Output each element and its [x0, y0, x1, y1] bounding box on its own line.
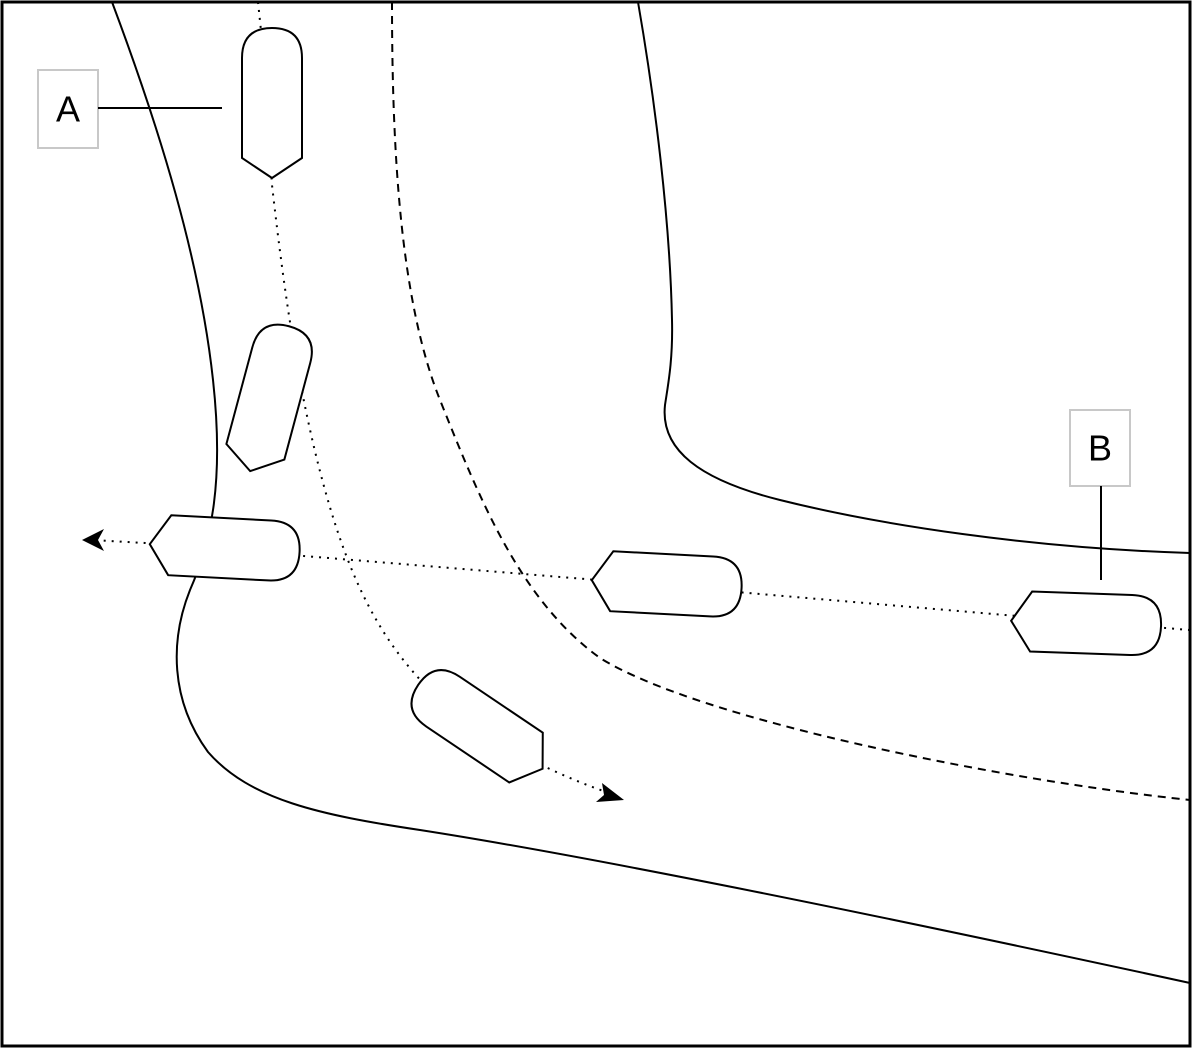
label-b: B	[1088, 428, 1112, 469]
label-a-box	[37, 69, 99, 149]
label-a: A	[56, 89, 80, 130]
arrowhead-bottom	[596, 783, 624, 802]
vessel-b-position-2	[589, 549, 745, 619]
right-bank	[637, 1, 1191, 554]
arrowhead-left	[82, 529, 104, 551]
vessel-a-position-1	[241, 27, 303, 179]
vessel-a-position-2	[220, 317, 319, 480]
channel-centerline	[391, 1, 1191, 801]
left-bank	[111, 1, 1191, 984]
vessel-b-position-1	[1009, 589, 1164, 657]
vessel-b-position-3	[147, 513, 303, 583]
vessel-a-position-3	[400, 659, 561, 795]
